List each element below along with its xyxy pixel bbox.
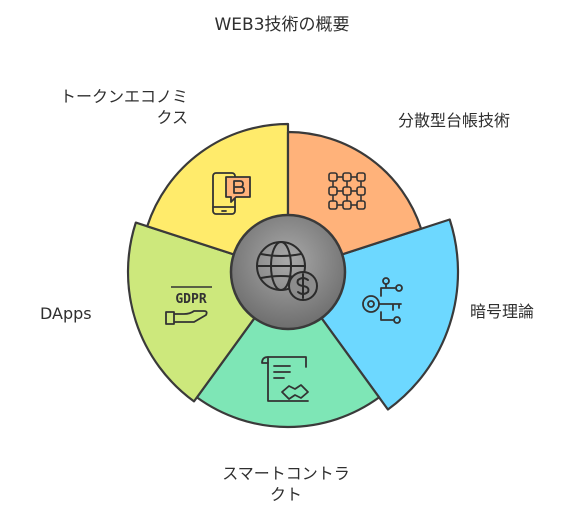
smartphone-bitcoin-icon [212, 172, 251, 215]
label-line: DApps [40, 304, 92, 323]
label-cryptography: 暗号理論 [470, 301, 560, 322]
segment-crypto [195, 270, 381, 429]
gdpr-text: GDPR [175, 292, 206, 307]
label-token-economics: トークンエコノミ クス [18, 86, 188, 128]
blockchain-grid-icon [328, 172, 366, 210]
label-line: スマートコントラ [222, 464, 350, 483]
center-hub [229, 213, 347, 331]
label-line: 暗号理論 [470, 302, 535, 321]
label-distributed-ledger: 分散型台帳技術 [398, 110, 548, 131]
gdpr-hand-icon: GDPR [165, 286, 212, 325]
label-line: トークンエコノミ [59, 87, 188, 106]
label-line: クト [269, 485, 302, 504]
label-line: 分散型台帳技術 [398, 111, 511, 130]
label-line: クス [156, 108, 188, 127]
label-smart-contract: スマートコントラ クト [186, 463, 386, 505]
circuit-key-icon [362, 277, 403, 324]
globe-dollar-icon [256, 241, 318, 301]
contract-handshake-icon [261, 356, 309, 402]
diagram-title: WEB3技術の概要 [214, 15, 350, 35]
label-dapps: DApps [40, 303, 120, 324]
